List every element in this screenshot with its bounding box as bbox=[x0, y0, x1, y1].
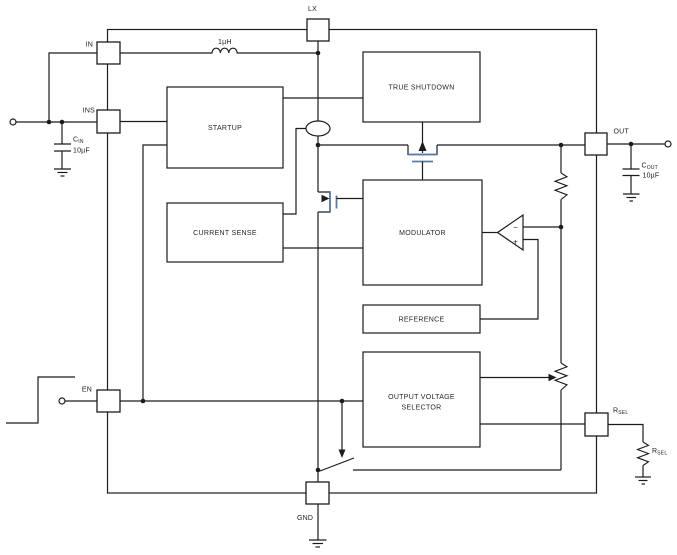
en-pin-box bbox=[96, 389, 121, 413]
rsel-ext-label: RSEL bbox=[652, 448, 667, 456]
rsel-ground-icon bbox=[635, 476, 651, 485]
pmos-true-shutdown-switch-icon bbox=[407, 122, 438, 180]
cout-capacitor bbox=[622, 144, 640, 202]
junction-dot bbox=[46, 119, 52, 125]
block-current-sense: CURRENT SENSE bbox=[166, 202, 284, 263]
pin-in: IN bbox=[86, 41, 121, 65]
true-shutdown-label: TRUE SHUTDOWN bbox=[388, 85, 454, 92]
true-shutdown-box bbox=[362, 51, 481, 123]
nmos-main-switch-icon bbox=[318, 191, 363, 213]
rsel-pin-label: RSEL bbox=[613, 408, 628, 416]
lx-pin-box bbox=[306, 18, 330, 42]
adjust-arrow-icon bbox=[548, 373, 557, 382]
ic-outline bbox=[106, 28, 598, 494]
block-reference: REFERENCE bbox=[362, 304, 481, 334]
pin-lx: LX bbox=[306, 6, 330, 42]
en-pin-label: EN bbox=[82, 387, 92, 394]
variable-resistor-icon bbox=[553, 362, 569, 391]
junction-dot bbox=[315, 50, 321, 56]
junction-dot bbox=[315, 467, 321, 473]
switch-control-arrow-icon bbox=[338, 449, 346, 458]
selector-label-line2: SELECTOR bbox=[401, 405, 441, 412]
pin-rsel: RSEL bbox=[584, 408, 628, 437]
pin-ins: INS bbox=[83, 108, 121, 134]
block-output-voltage-selector: OUTPUT VOLTAGE SELECTOR bbox=[362, 351, 481, 448]
in-branch-wire bbox=[48, 52, 97, 122]
gnd-pin-label: GND bbox=[297, 515, 313, 522]
startup-label: STARTUP bbox=[208, 125, 242, 132]
feedback-divider bbox=[480, 142, 569, 470]
gnd-ground-icon bbox=[309, 539, 327, 548]
gnd-pin-box bbox=[305, 481, 330, 505]
inductor-value-label: 1µH bbox=[218, 39, 232, 46]
enable-network bbox=[6, 376, 363, 458]
current-sensor-icon bbox=[305, 120, 331, 137]
rsel-pin-box bbox=[584, 412, 609, 437]
cout-ground-icon bbox=[623, 193, 640, 202]
cout-value-label: 10µF bbox=[643, 173, 660, 180]
selector-box bbox=[362, 351, 481, 448]
block-startup: STARTUP bbox=[166, 86, 284, 169]
out-pin-label: OUT bbox=[614, 129, 630, 136]
feedback-resistor-icon bbox=[553, 172, 569, 200]
en-to-startup-wire bbox=[142, 144, 167, 401]
pin-en: EN bbox=[82, 387, 121, 413]
en-terminal-icon bbox=[58, 397, 66, 405]
switch-blade bbox=[319, 457, 355, 472]
ins-pin-box bbox=[96, 109, 121, 134]
input-network bbox=[9, 52, 97, 177]
cout-label: COUT bbox=[642, 163, 658, 171]
comparator-icon bbox=[496, 213, 524, 252]
pin-out: OUT bbox=[584, 129, 630, 156]
modulator-label: MODULATOR bbox=[399, 230, 446, 237]
rsel-external-network bbox=[608, 423, 651, 485]
block-true-shutdown: TRUE SHUTDOWN bbox=[362, 51, 481, 123]
rsel-wire bbox=[608, 423, 644, 442]
comp-plus-wire bbox=[480, 238, 539, 320]
in-pin-label: IN bbox=[86, 42, 93, 49]
vout-terminal-icon bbox=[664, 140, 672, 148]
junction-dot bbox=[140, 398, 146, 404]
shutdown-switch-icon bbox=[315, 457, 561, 473]
comparator: − + bbox=[480, 213, 561, 320]
vin-terminal-icon bbox=[9, 118, 17, 126]
reference-label: REFERENCE bbox=[399, 317, 445, 324]
comparator-minus-sign: − bbox=[513, 223, 518, 232]
pin-gnd: GND bbox=[297, 481, 330, 522]
nmos-channel-stubs bbox=[318, 191, 331, 213]
rsel-resistor-icon bbox=[635, 441, 651, 466]
logic-step-icon bbox=[6, 376, 75, 424]
in-pin-box bbox=[96, 41, 121, 65]
cin-label: CIN bbox=[73, 137, 84, 145]
junction-dot bbox=[59, 119, 65, 125]
current-sense-box bbox=[166, 202, 284, 263]
block-modulator: MODULATOR bbox=[362, 179, 483, 286]
pmos-body-arrow-icon bbox=[418, 141, 427, 151]
output-network bbox=[607, 140, 672, 202]
lx-rail bbox=[305, 41, 331, 482]
reference-box bbox=[362, 304, 481, 334]
nmos-body-arrow-icon bbox=[321, 194, 330, 203]
cin-ground-icon bbox=[54, 168, 71, 177]
gnd-ground bbox=[309, 504, 327, 548]
cin-capacitor bbox=[54, 122, 71, 177]
inductor bbox=[120, 47, 318, 54]
out-pin-box bbox=[584, 132, 608, 156]
cin-value-label: 10µF bbox=[73, 148, 90, 155]
comparator-plus-sign: + bbox=[513, 238, 518, 247]
startup-box bbox=[166, 86, 284, 169]
current-sense-tap-wire bbox=[283, 127, 306, 215]
ins-pin-label: INS bbox=[83, 108, 95, 115]
selector-label-line1: OUTPUT VOLTAGE bbox=[388, 394, 455, 401]
inductor-coil-icon bbox=[120, 47, 318, 54]
current-sense-label: CURRENT SENSE bbox=[193, 230, 257, 237]
lx-pin-label: LX bbox=[308, 6, 317, 13]
modulator-box bbox=[362, 179, 483, 286]
